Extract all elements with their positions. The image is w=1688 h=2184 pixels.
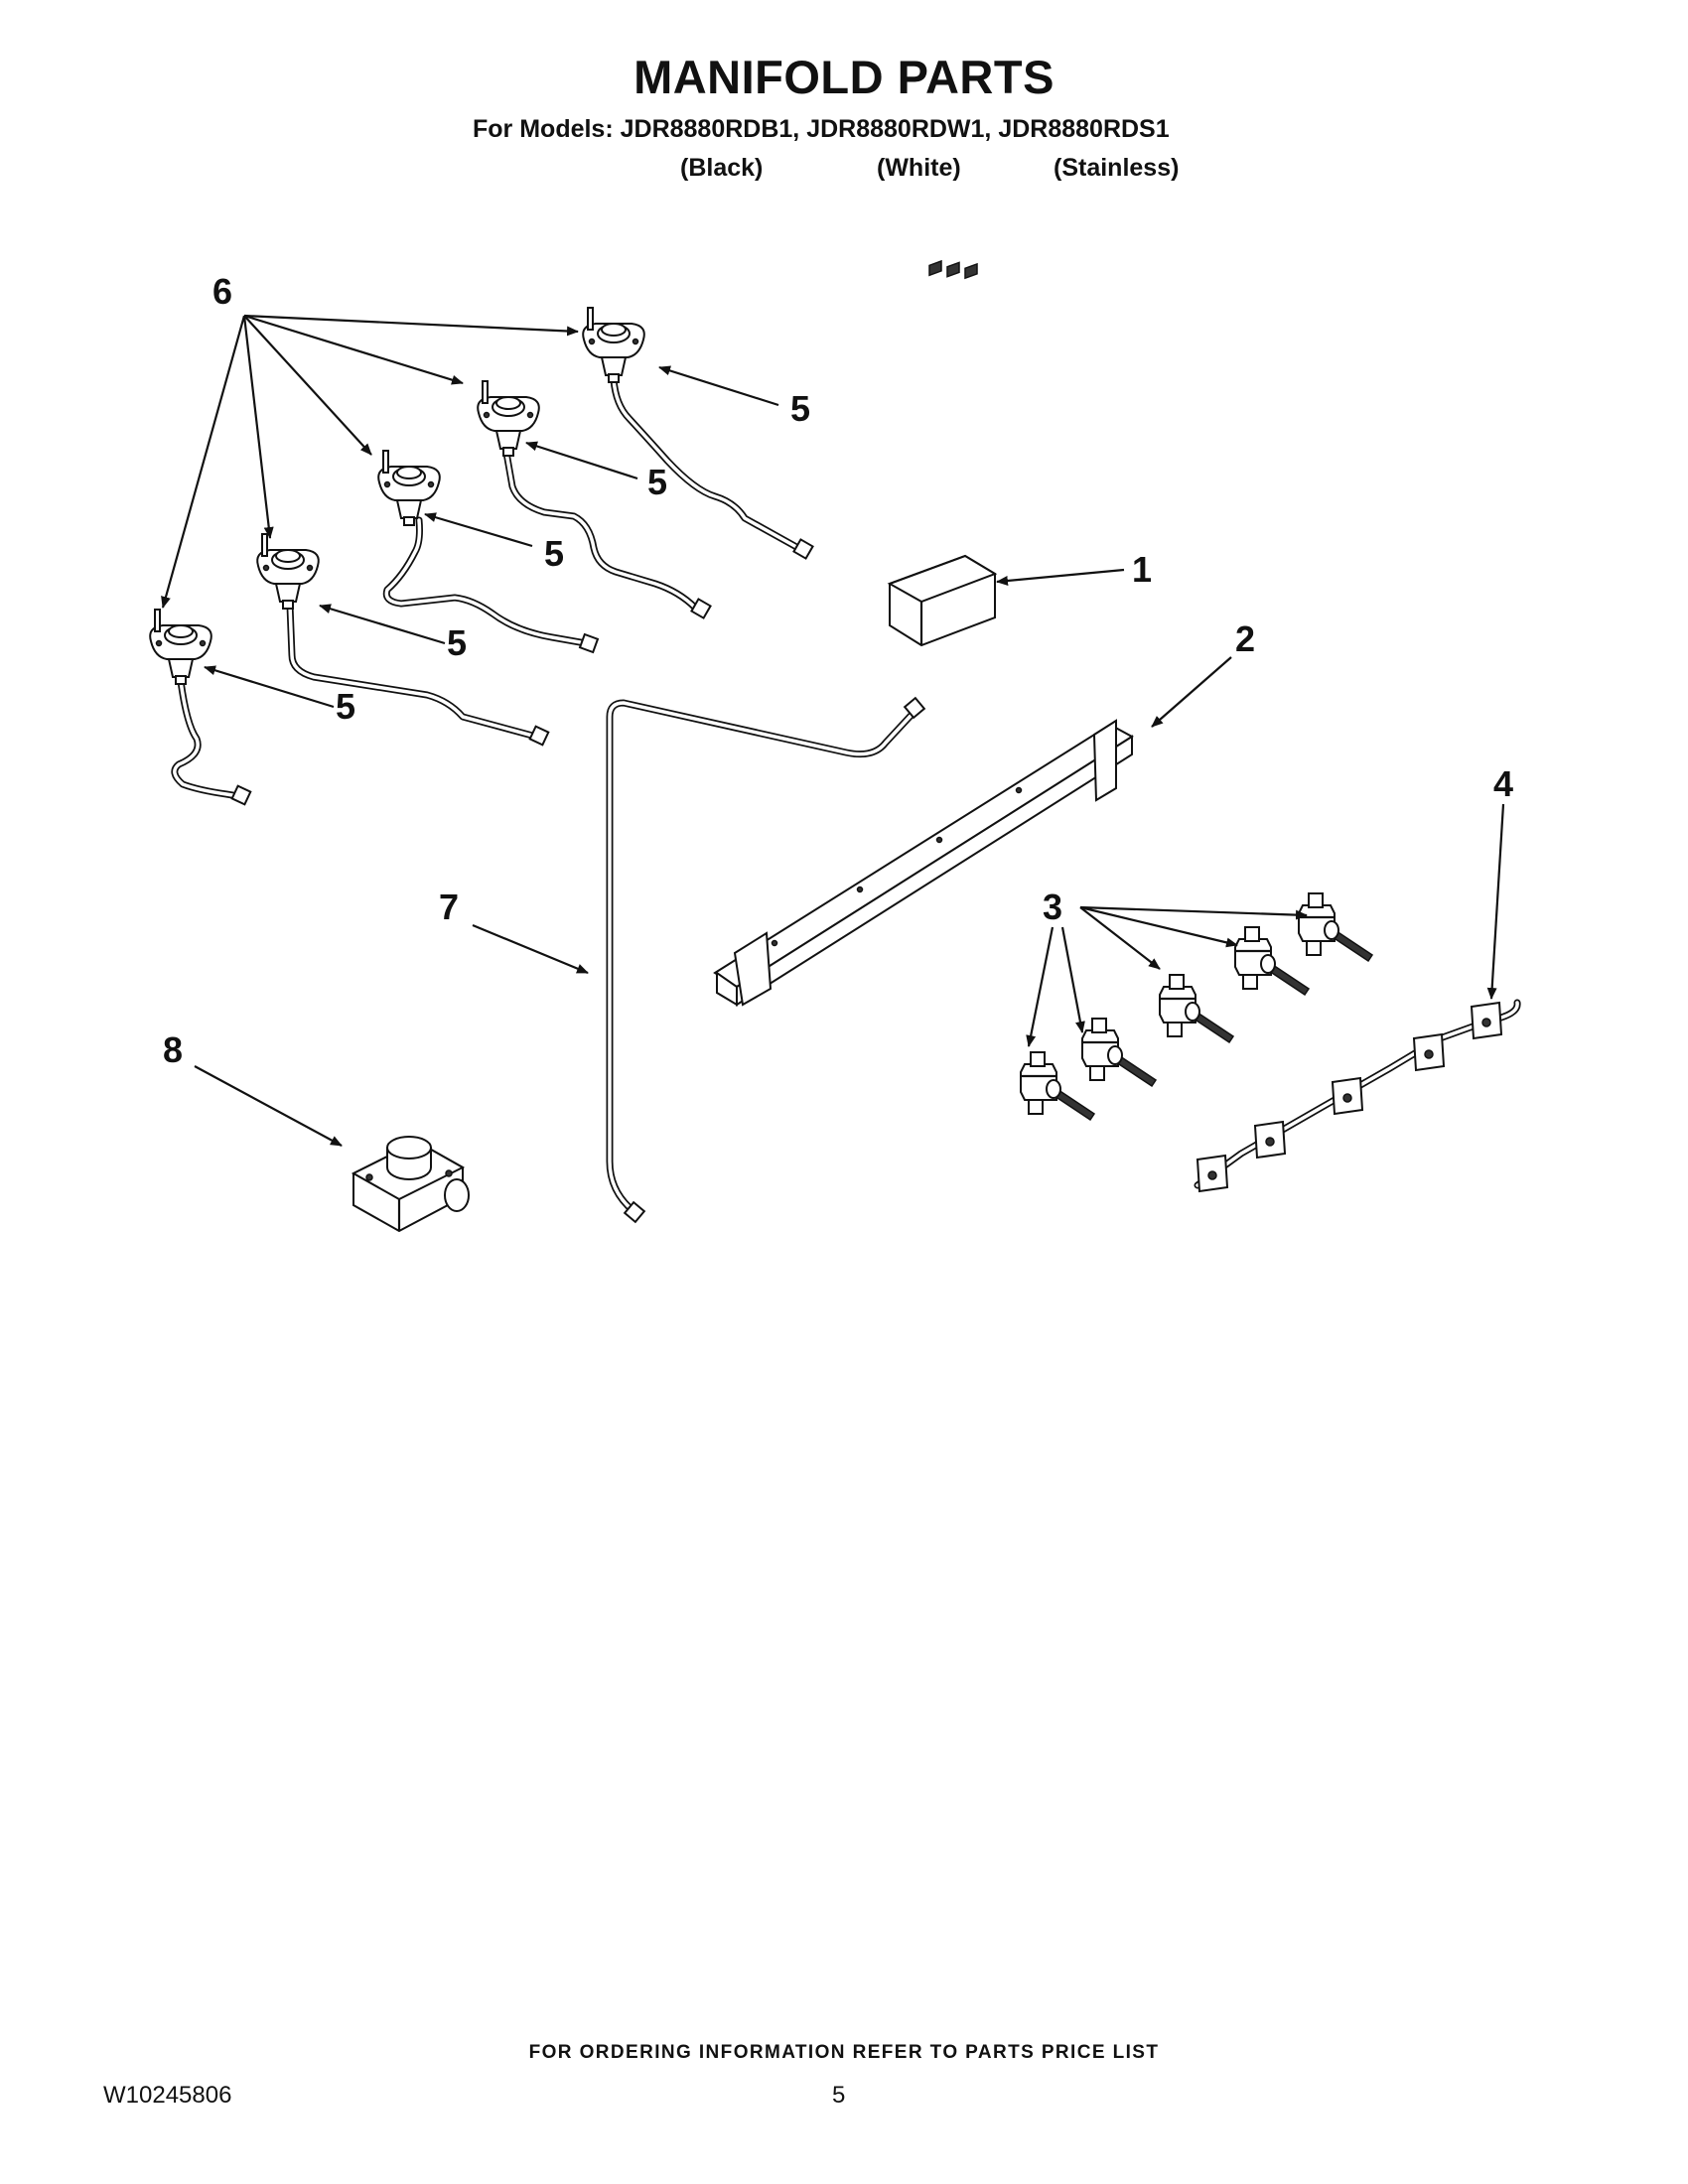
gas-valve-5 [1297,891,1374,963]
callout-5-d: 5 [447,622,468,663]
callout-8: 8 [163,1029,184,1070]
manifold-tube [606,696,926,1224]
gas-valve-4 [1233,925,1311,997]
callout-3: 3 [1043,887,1063,927]
variant-white: (White) [877,154,961,182]
manifold-bracket [713,719,1134,1007]
ordering-note: FOR ORDERING INFORMATION REFER TO PARTS … [528,2042,1160,2063]
callout-1: 1 [1132,549,1153,590]
gas-valve-3 [1158,973,1235,1044]
leader-lines [161,314,1505,1147]
burner-valve-assembly-5 [582,307,814,560]
callout-5-c: 5 [544,533,565,574]
page-number: 5 [832,2082,846,2109]
burner-valve-assembly-2 [256,533,550,747]
page-title: MANIFOLD PARTS [633,51,1055,103]
gas-valve-1 [1019,1050,1096,1122]
burner-valve-assembly-1 [149,609,252,806]
variant-black: (Black) [680,154,764,182]
document-number: W10245806 [103,2082,232,2109]
callout-6: 6 [212,271,233,312]
gas-valve-2 [1080,1017,1158,1088]
callout-5-e: 5 [336,686,356,727]
callout-5-a: 5 [790,388,811,429]
callout-7: 7 [439,887,460,927]
pressure-regulator [351,1136,470,1233]
burner-valve-assembly-3 [377,450,600,654]
igniter-switch-harness [1194,999,1521,1192]
callout-5-b: 5 [647,462,668,502]
variant-stainless: (Stainless) [1054,154,1180,182]
callout-2: 2 [1235,618,1256,659]
burner-valve-assembly-4 [477,380,712,619]
callout-4: 4 [1493,763,1514,804]
spark-module [887,259,998,647]
models-subtitle: For Models: JDR8880RDB1, JDR8880RDW1, JD… [473,115,1170,143]
